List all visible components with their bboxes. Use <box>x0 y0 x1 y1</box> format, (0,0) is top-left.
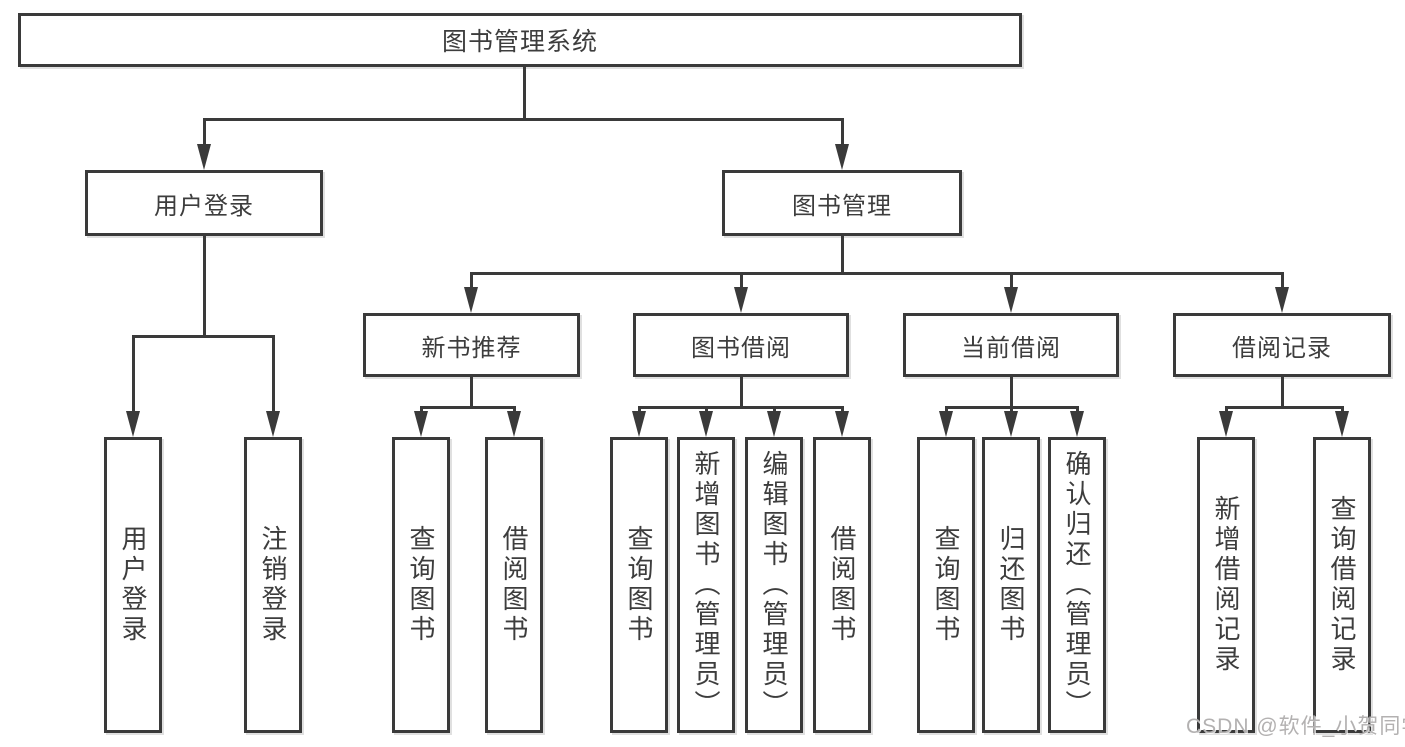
arrow-down-icon <box>767 411 781 437</box>
arrow-down-icon <box>1335 411 1349 437</box>
connector-line <box>841 236 844 274</box>
connector-line <box>203 118 206 150</box>
node-new-book-recommend-label: 新书推荐 <box>421 334 522 362</box>
leaf-borrowing-query-books-label: 查询图书 <box>624 525 654 645</box>
leaf-borrowing-edit-books-label: 编辑图书（管理员） <box>759 450 789 720</box>
connector-line <box>1010 272 1013 292</box>
leaf-recommend-query-books-label: 查询图书 <box>406 525 436 645</box>
node-new-book-recommend: 新书推荐 <box>363 313 580 377</box>
arrow-down-icon <box>699 411 713 437</box>
connector-line <box>272 335 275 415</box>
leaf-current-return-books-label: 归还图书 <box>996 525 1026 645</box>
leaf-logout: 注销登录 <box>244 437 302 733</box>
connector-line <box>1010 377 1013 408</box>
connector-line <box>638 406 844 409</box>
leaf-records-query-record: 查询借阅记录 <box>1313 437 1371 733</box>
leaf-current-return-books: 归还图书 <box>982 437 1040 733</box>
node-user-login: 用户登录 <box>85 170 323 236</box>
leaf-current-confirm-return-label: 确认归还（管理员） <box>1062 450 1092 720</box>
node-book-management: 图书管理 <box>722 170 962 236</box>
leaf-current-confirm-return: 确认归还（管理员） <box>1048 437 1106 733</box>
arrow-down-icon <box>464 287 478 313</box>
node-current-borrowing: 当前借阅 <box>903 313 1119 377</box>
node-current-borrowing-label: 当前借阅 <box>961 334 1061 362</box>
leaf-recommend-borrow-books: 借阅图书 <box>485 437 543 733</box>
node-borrow-records: 借阅记录 <box>1173 313 1391 377</box>
leaf-current-query-books: 查询图书 <box>917 437 975 733</box>
arrow-down-icon <box>414 411 428 437</box>
leaf-records-query-record-label: 查询借阅记录 <box>1327 495 1357 675</box>
leaf-borrowing-edit-books: 编辑图书（管理员） <box>745 437 803 733</box>
leaf-records-add-record: 新增借阅记录 <box>1197 437 1255 733</box>
arrow-down-icon <box>632 411 646 437</box>
leaf-user-login-label: 用户登录 <box>118 525 148 645</box>
arrow-down-icon <box>939 411 953 437</box>
arrow-down-icon <box>197 144 211 170</box>
arrow-down-icon <box>1004 287 1018 313</box>
arrow-down-icon <box>1004 411 1018 437</box>
arrow-down-icon <box>734 287 748 313</box>
connector-line <box>470 272 1283 275</box>
arrow-down-icon <box>835 411 849 437</box>
leaf-recommend-borrow-books-label: 借阅图书 <box>499 525 529 645</box>
leaf-borrowing-add-books-label: 新增图书（管理员） <box>691 450 721 720</box>
arrow-down-icon <box>1219 411 1233 437</box>
leaf-borrowing-add-books: 新增图书（管理员） <box>677 437 735 733</box>
leaf-borrowing-borrow-books: 借阅图书 <box>813 437 871 733</box>
connector-line <box>203 118 844 121</box>
connector-line <box>841 118 844 150</box>
connector-line <box>470 272 473 292</box>
connector-line <box>470 377 473 408</box>
connector-line <box>523 67 526 120</box>
node-book-borrowing: 图书借阅 <box>633 313 849 377</box>
node-borrow-records-label: 借阅记录 <box>1232 334 1332 362</box>
connector-line <box>420 406 516 409</box>
leaf-logout-label: 注销登录 <box>258 525 288 645</box>
arrow-down-icon <box>1275 287 1289 313</box>
node-book-management-label: 图书管理 <box>792 192 892 220</box>
leaf-current-query-books-label: 查询图书 <box>931 525 961 645</box>
connector-line <box>1225 406 1344 409</box>
connector-line <box>1281 377 1284 408</box>
leaf-records-add-record-label: 新增借阅记录 <box>1211 495 1241 675</box>
arrow-down-icon <box>266 411 280 437</box>
csdn-watermark: CSDN @软件_小贺同学 <box>1186 715 1405 738</box>
connector-line <box>132 335 275 338</box>
arrow-down-icon <box>507 411 521 437</box>
connector-line <box>132 335 135 415</box>
leaf-recommend-query-books: 查询图书 <box>392 437 450 733</box>
arrow-down-icon <box>835 144 849 170</box>
node-user-login-label: 用户登录 <box>154 192 254 220</box>
arrow-down-icon <box>1070 411 1084 437</box>
leaf-borrowing-borrow-books-label: 借阅图书 <box>827 525 857 645</box>
arrow-down-icon <box>126 411 140 437</box>
leaf-borrowing-query-books: 查询图书 <box>610 437 668 733</box>
connector-line <box>740 377 743 408</box>
leaf-user-login: 用户登录 <box>104 437 162 733</box>
node-book-borrowing-label: 图书借阅 <box>691 334 791 362</box>
connector-line <box>203 236 206 337</box>
node-root: 图书管理系统 <box>18 13 1022 67</box>
node-root-label: 图书管理系统 <box>441 28 598 56</box>
connector-line <box>1281 272 1284 292</box>
connector-line <box>740 272 743 292</box>
